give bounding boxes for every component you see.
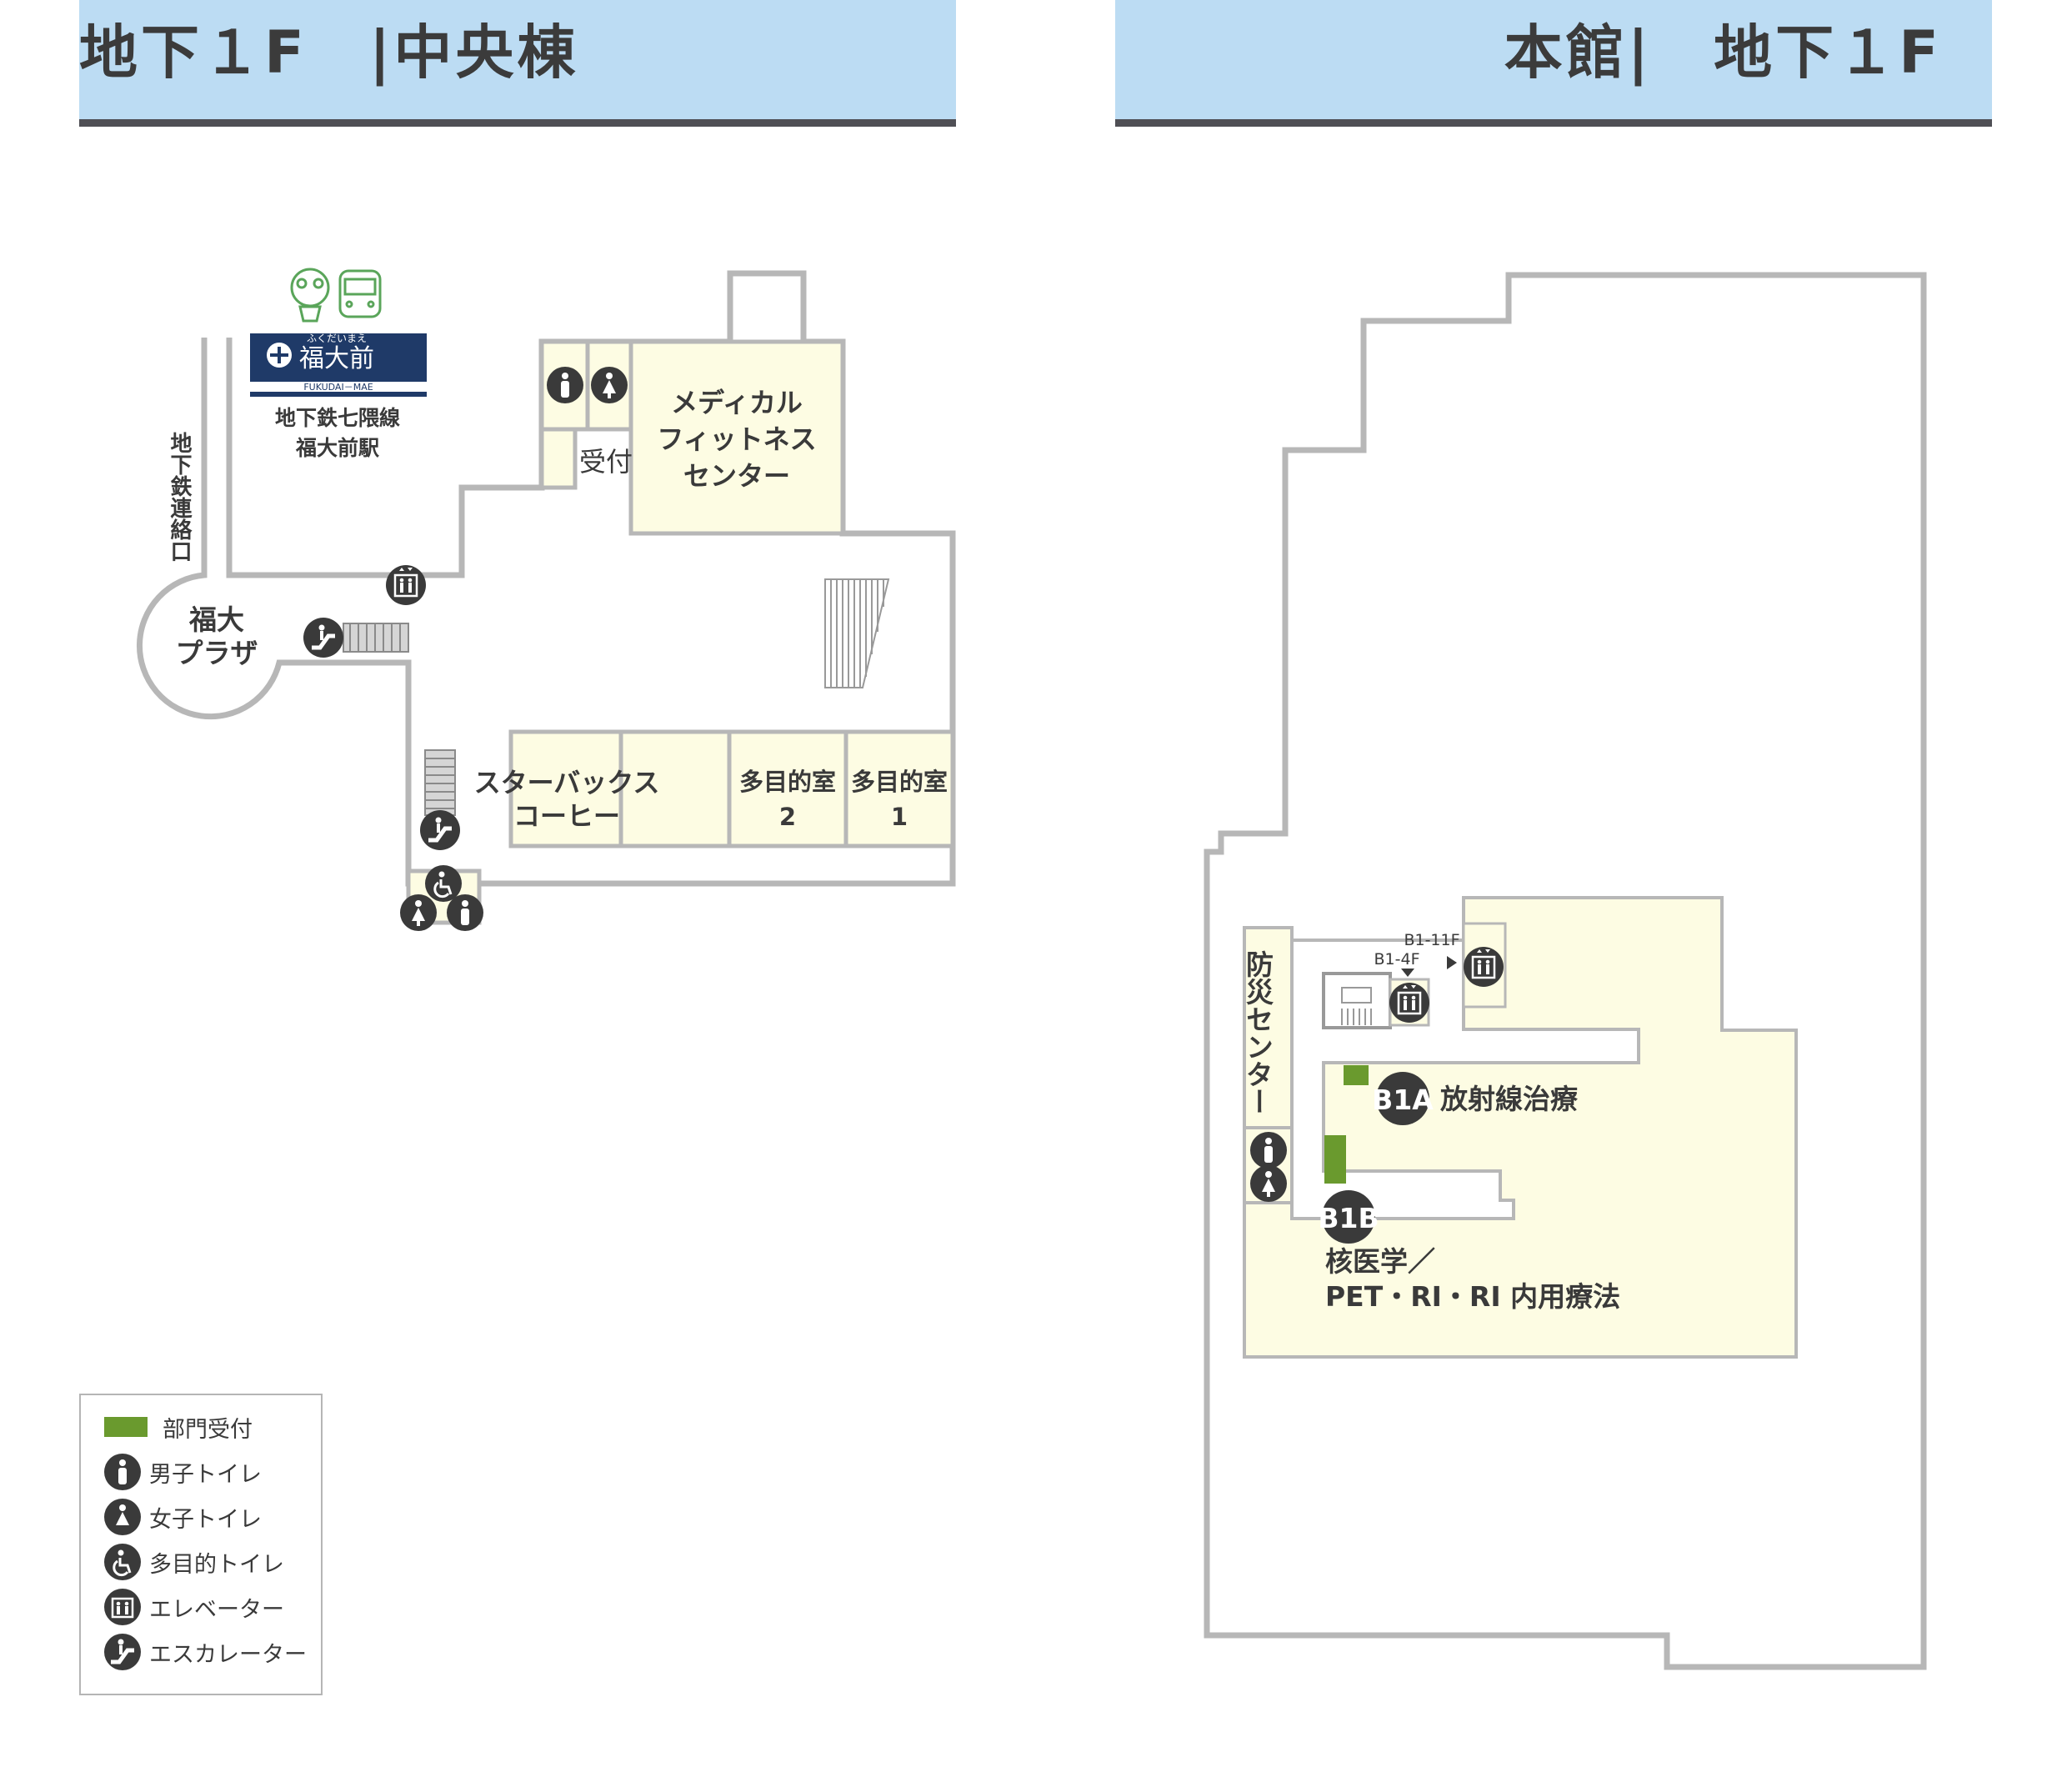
womens-toilet-icon-3 (1250, 1165, 1287, 1202)
escalator-icon (104, 1634, 141, 1670)
reception-marker-a (1344, 1065, 1369, 1085)
fitness-block (539, 339, 845, 536)
badge-b1a-label: B1A (1372, 1084, 1434, 1116)
dept-b-label-1: 核医学／ (1325, 1245, 1435, 1278)
mascot-icon (290, 268, 330, 323)
mens-toilet-icon (104, 1454, 141, 1490)
legend-label: エスカレーター (149, 1641, 307, 1668)
central-wing-outline (137, 270, 956, 887)
fitness-label-1: メディカル (671, 387, 803, 418)
dept-b-label-2: PET・RI・RI 内用療法 (1325, 1280, 1620, 1313)
reception-label: 受付 (579, 446, 633, 478)
plaza-label-1: 福大 (188, 603, 244, 636)
mens-toilet-icon (547, 367, 583, 403)
elevator-icon-3 (1462, 945, 1505, 989)
legend-row-reception: 部門受付 (104, 1409, 253, 1445)
station-sign-roman: FUKUDAI－MAE (303, 382, 373, 393)
legend-label: 女子トイレ (149, 1506, 262, 1533)
legend-row-elevator: エレベーター (104, 1589, 284, 1625)
elevator-range-label-2: B1-4F (1374, 950, 1420, 969)
lower-rooms (508, 729, 955, 848)
escalator-icon-2 (420, 810, 460, 850)
reception-swatch (104, 1417, 148, 1437)
legend-row-accessible-toilet: 多目的トイレ (104, 1544, 284, 1580)
escalator-stairs (343, 623, 409, 653)
badge-b1b-label: B1B (1318, 1202, 1379, 1234)
elevator-icon-2 (1388, 981, 1431, 1024)
fitness-label-2: フィットネス (657, 423, 816, 455)
legend-label: エレベーター (149, 1596, 284, 1623)
disaster-center-label: 防災センター (1242, 950, 1274, 1115)
legend: 部門受付 男子トイレ 女子トイレ 多目的トイレ エレベーター エスカレーター (79, 1394, 323, 1695)
legend-row-womens-toilet: 女子トイレ (104, 1499, 262, 1535)
station-sign-kana: ふくだいまえ (307, 333, 367, 344)
reception-marker-b (1324, 1135, 1346, 1184)
womens-toilet-icon (104, 1499, 141, 1535)
mens-toilet-icon-3 (1250, 1132, 1287, 1169)
legend-row-mens-toilet: 男子トイレ (104, 1454, 262, 1490)
room1-label-1: 多目的室 (851, 768, 948, 796)
arrow-down-icon (1401, 969, 1414, 977)
legend-label: 多目的トイレ (149, 1551, 284, 1578)
header-central-title: 地下１F |中央棟 (79, 18, 579, 87)
station-sign-kanji: 福大前 (299, 344, 374, 373)
main-building-outline (1204, 272, 1927, 1670)
elevator-range-label-1: B1-11F (1404, 931, 1459, 949)
room1-label-2: 1 (891, 803, 908, 831)
accessible-toilet-icon (104, 1544, 141, 1580)
legend-row-escalator: エスカレーター (104, 1634, 307, 1670)
dept-a-label: 放射線治療 (1440, 1083, 1579, 1115)
main-stairs (1322, 972, 1392, 1029)
legend-label: 男子トイレ (149, 1461, 262, 1488)
station-name-label: 福大前駅 (295, 436, 379, 460)
starbucks-label-2: コーヒー (513, 800, 620, 832)
room2-label-1: 多目的室 (739, 768, 836, 796)
starbucks-label-1: スターバックス (474, 767, 660, 798)
arrow-right-icon (1447, 956, 1457, 969)
elevator-icon (104, 1589, 141, 1625)
badge-b1b (1322, 1190, 1375, 1244)
station-line-label: 地下鉄七隈線 (275, 406, 400, 430)
womens-toilet-icon-2 (400, 894, 437, 931)
station-sign: ふくだいまえ 福大前 FUKUDAI－MAE (250, 268, 427, 397)
header-main-b1: 本館| 地下１F (1115, 0, 1992, 127)
mens-toilet-icon-2 (447, 894, 483, 931)
legend-label: 部門受付 (163, 1416, 253, 1443)
womens-toilet-icon (591, 367, 628, 403)
train-icon (338, 269, 382, 318)
badge-b1a (1376, 1072, 1429, 1125)
room2-label-2: 2 (779, 803, 796, 831)
header-main-title: 本館| 地下１F (1504, 18, 1942, 87)
fitness-label-3: センター (683, 460, 790, 492)
elevator-icon (384, 563, 428, 607)
plaza-label-2: プラザ (176, 637, 258, 669)
escalator-icon (303, 618, 343, 658)
accessible-toilet-icon (423, 863, 463, 904)
subway-exit-label: 地下鉄連絡口 (167, 432, 192, 562)
stairs (824, 578, 890, 688)
escalator-stairs-2 (424, 749, 456, 816)
header-central-b1: 地下１F |中央棟 (79, 0, 956, 127)
